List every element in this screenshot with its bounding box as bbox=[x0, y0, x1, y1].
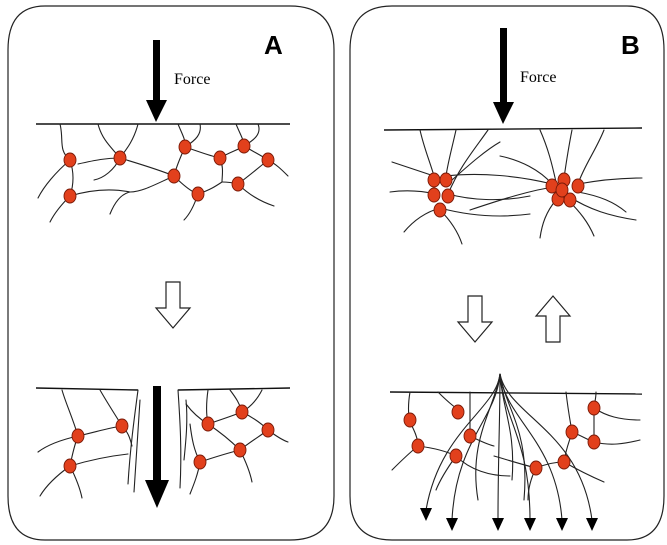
crosslink-node bbox=[178, 139, 192, 155]
crosslink-node bbox=[451, 404, 465, 420]
crosslink-node bbox=[237, 138, 251, 154]
crosslink-node bbox=[529, 460, 543, 476]
crosslink-node bbox=[233, 442, 247, 458]
crosslink-node bbox=[433, 202, 447, 218]
hollow-down-arrow bbox=[154, 281, 192, 329]
hollow-down-arrow bbox=[456, 295, 494, 343]
crosslink-node bbox=[565, 424, 579, 440]
force-label: Force bbox=[174, 71, 210, 88]
panel-a: A Force bbox=[7, 5, 335, 541]
crosslink-node bbox=[427, 172, 441, 188]
panel-b-frame bbox=[349, 5, 665, 541]
crosslink-node bbox=[463, 428, 477, 444]
crosslink-node bbox=[235, 404, 249, 420]
force-arrow bbox=[146, 40, 167, 122]
force-label: Force bbox=[520, 69, 556, 86]
crosslink-node bbox=[441, 188, 455, 204]
crosslink-node bbox=[557, 454, 571, 470]
crosslink-node bbox=[213, 150, 227, 166]
panel-a-frame bbox=[7, 5, 335, 541]
crosslink-node bbox=[587, 434, 601, 450]
force-arrow bbox=[493, 28, 514, 124]
polymer-network-top bbox=[36, 123, 290, 223]
panel-b-label: B bbox=[621, 30, 640, 60]
polymer-network-fanout bbox=[389, 373, 643, 531]
crosslink-node bbox=[63, 188, 77, 204]
crosslink-node bbox=[71, 428, 85, 444]
crosslink-node bbox=[261, 152, 275, 168]
crosslink-node bbox=[555, 182, 569, 198]
crosslink-node bbox=[563, 192, 577, 208]
polymer-network-clustered bbox=[383, 127, 643, 245]
panel-a-label: A bbox=[264, 30, 283, 60]
crosslink-node bbox=[63, 152, 77, 168]
hollow-up-arrow bbox=[534, 295, 572, 343]
crosslink-node bbox=[231, 176, 245, 192]
crosslink-node bbox=[193, 454, 207, 470]
crosslink-node bbox=[403, 412, 417, 428]
fan-chains bbox=[420, 373, 598, 531]
crosslink-node bbox=[587, 400, 601, 416]
crosslink-node bbox=[439, 172, 453, 188]
crosslink-node bbox=[191, 186, 205, 202]
crosslink-node bbox=[261, 422, 275, 438]
panel-b: B Force bbox=[349, 5, 665, 541]
polymer-network-fractured bbox=[35, 386, 291, 508]
crosslink-node bbox=[167, 168, 181, 184]
crosslink-node bbox=[449, 448, 463, 464]
crosslink-node bbox=[411, 438, 425, 454]
crosslink-node bbox=[427, 187, 441, 203]
crosslink-node bbox=[201, 416, 215, 432]
crosslink-node bbox=[63, 458, 77, 474]
crosslink-node bbox=[113, 150, 127, 166]
crosslink-node bbox=[115, 418, 129, 434]
crosslink-node bbox=[571, 178, 585, 194]
